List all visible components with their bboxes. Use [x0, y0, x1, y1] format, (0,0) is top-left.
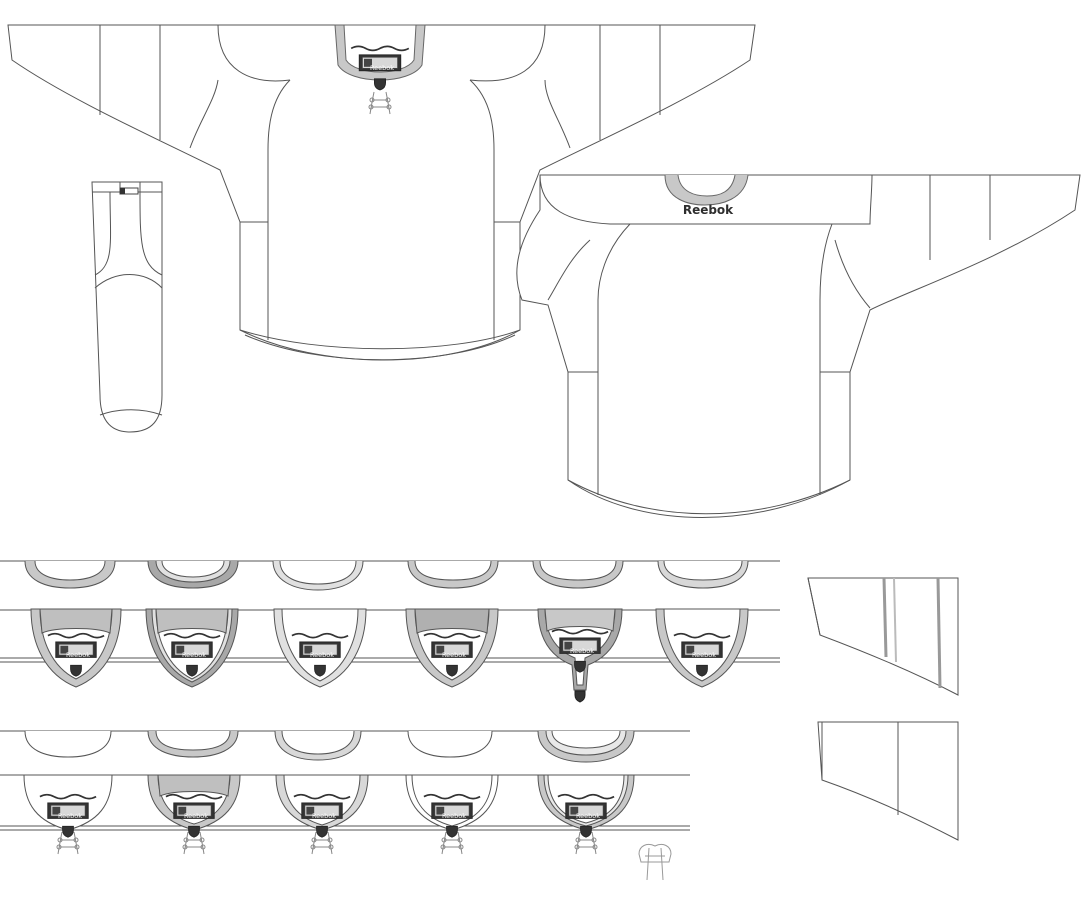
collar-front-5: Reebok [537, 608, 623, 703]
collar-wordmark-4: Reebok [442, 651, 466, 659]
sock [91, 181, 163, 433]
collar-wordmark-8: Reebok [184, 812, 208, 820]
collar-front-11: Reebok [537, 774, 635, 839]
sleeve-panel-striped [807, 577, 959, 696]
collar-wordmark-1: Reebok [66, 651, 90, 659]
lace-neck-icon [638, 843, 672, 881]
collar-row-1: Reebok Reebok Reebok Reebok [0, 560, 780, 703]
collar-front-6: Reebok [655, 608, 749, 688]
collar-wordmark-5: Reebok [570, 647, 594, 655]
collar-front-9: Reebok [275, 774, 369, 839]
collar-row-2: Reebok Reebok Reebok Reebok [0, 730, 690, 881]
collar-front-3: Reebok [273, 608, 367, 688]
sleeve-panel-plain [817, 721, 959, 841]
front-collar: Reebok [334, 24, 426, 91]
collar-front-10: Reebok [405, 774, 499, 839]
collar-front-8: Reebok [147, 774, 241, 839]
front-jersey [7, 24, 756, 361]
collar-cutouts-row-1 [24, 560, 749, 591]
collar-front-7: Reebok [23, 774, 113, 839]
collar-wordmark-7: Reebok [58, 812, 82, 820]
collar-front-1: Reebok [30, 608, 122, 688]
collar-front-2: Reebok [145, 608, 239, 688]
collar-cutouts-row-2 [24, 730, 635, 763]
collar-wordmark-6: Reebok [692, 651, 716, 659]
front-collar-wordmark: Reebok [370, 64, 394, 72]
collar-wordmark-2: Reebok [182, 651, 206, 659]
collar-wordmark-11: Reebok [576, 812, 600, 820]
back-collar-wordmark: Reebok [683, 203, 734, 217]
collar-front-4: Reebok [405, 608, 499, 688]
back-jersey: Reebok [516, 174, 1081, 518]
collar-wordmark-9: Reebok [312, 812, 336, 820]
collar-wordmark-10: Reebok [442, 812, 466, 820]
collar-wordmark-3: Reebok [310, 651, 334, 659]
